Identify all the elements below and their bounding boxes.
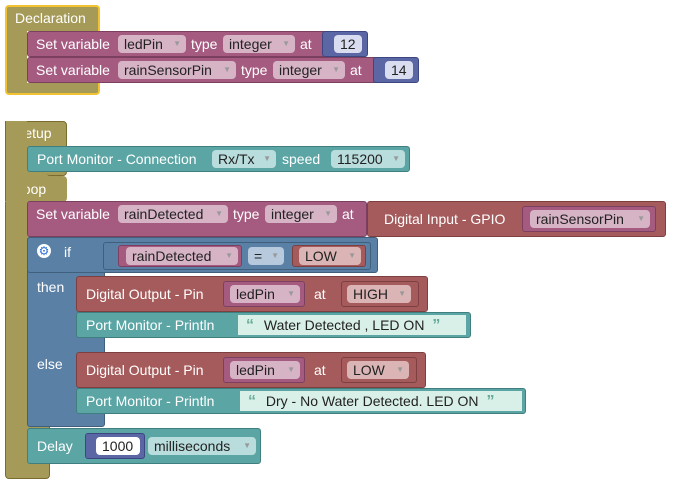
type-dropdown[interactable]: integer▼ <box>265 205 337 223</box>
chevron-down-icon: ▼ <box>215 209 223 218</box>
delay-value-field[interactable]: 1000 <box>96 437 140 455</box>
chevron-down-icon: ▼ <box>287 289 295 298</box>
chevron-down-icon: ▼ <box>637 214 645 223</box>
text-string-field[interactable]: “ Dry - No Water Detected. LED ON ” <box>240 391 522 411</box>
at-label: at <box>314 362 326 378</box>
pin-variable-dropdown[interactable]: ledPin▼ <box>230 285 300 303</box>
set-variable-label: Set variable <box>36 36 110 52</box>
set-variable-label: Set variable <box>36 206 110 222</box>
chevron-down-icon: ▼ <box>263 154 271 163</box>
chevron-down-icon: ▼ <box>392 154 400 163</box>
chevron-down-icon: ▼ <box>173 39 181 48</box>
condition-value-dropdown[interactable]: LOW▼ <box>299 247 361 265</box>
then-label: then <box>37 279 65 295</box>
variable-name-dropdown[interactable]: rainSensorPin▼ <box>118 61 236 79</box>
number-field[interactable]: 14 <box>385 61 413 79</box>
chevron-down-icon: ▼ <box>223 65 231 74</box>
at-label: at <box>314 286 326 302</box>
chevron-down-icon: ▼ <box>398 289 406 298</box>
pin-variable-dropdown[interactable]: rainSensorPin▼ <box>530 210 650 228</box>
speed-label: speed <box>282 151 321 167</box>
declaration-hat <box>7 7 98 31</box>
open-quote-icon: “ <box>248 393 256 410</box>
at-label: at <box>342 206 354 222</box>
type-label: type <box>233 206 260 222</box>
chevron-down-icon: ▼ <box>324 209 332 218</box>
variable-name-dropdown[interactable]: ledPin▼ <box>118 35 186 53</box>
type-label: type <box>241 62 268 78</box>
pin-variable-dropdown[interactable]: ledPin▼ <box>230 361 300 379</box>
chevron-down-icon: ▼ <box>225 251 233 260</box>
port-monitor-connection-label: Port Monitor - Connection <box>37 151 197 167</box>
number-field[interactable]: 12 <box>334 35 362 53</box>
condition-variable-dropdown[interactable]: rainDetected▼ <box>126 247 238 265</box>
chevron-down-icon: ▼ <box>271 251 279 260</box>
chevron-down-icon: ▼ <box>348 251 356 260</box>
delay-unit-dropdown[interactable]: milliseconds▼ <box>148 437 256 455</box>
type-dropdown[interactable]: integer▼ <box>223 35 295 53</box>
chevron-down-icon: ▼ <box>287 365 295 374</box>
chevron-down-icon: ▼ <box>243 441 251 450</box>
close-quote-icon: ” <box>432 317 441 334</box>
if-label: if <box>64 244 71 260</box>
port-monitor-println-label: Port Monitor - Println <box>86 317 215 333</box>
speed-dropdown[interactable]: 115200▼ <box>331 150 405 168</box>
at-label: at <box>350 62 362 78</box>
digital-output-pin-label: Digital Output - Pin <box>86 286 204 302</box>
chevron-down-icon: ▼ <box>396 365 404 374</box>
level-dropdown[interactable]: HIGH▼ <box>347 285 411 303</box>
text-value: Water Detected , LED ON <box>263 317 425 333</box>
declaration-title: Declaration <box>15 10 86 26</box>
type-dropdown[interactable]: integer▼ <box>273 61 345 79</box>
close-quote-icon: ” <box>486 393 495 410</box>
setup-left-rail <box>5 121 27 201</box>
at-label: at <box>300 36 312 52</box>
port-monitor-println-label: Port Monitor - Println <box>86 393 215 409</box>
gear-icon[interactable]: ⚙ <box>37 244 51 258</box>
port-mode-dropdown[interactable]: Rx/Tx▼ <box>212 150 276 168</box>
text-string-field[interactable]: “ Water Detected , LED ON ” <box>238 315 466 335</box>
level-dropdown[interactable]: LOW▼ <box>347 361 409 379</box>
open-quote-icon: “ <box>246 317 254 334</box>
digital-input-gpio-label: Digital Input - GPIO <box>384 211 506 227</box>
chevron-down-icon: ▼ <box>332 65 340 74</box>
digital-output-pin-label: Digital Output - Pin <box>86 362 204 378</box>
else-label: else <box>37 356 63 372</box>
type-label: type <box>191 36 218 52</box>
delay-label: Delay <box>37 438 73 454</box>
chevron-down-icon: ▼ <box>282 39 290 48</box>
set-variable-label: Set variable <box>36 62 110 78</box>
operator-dropdown[interactable]: =▼ <box>248 247 284 265</box>
variable-name-dropdown[interactable]: rainDetected▼ <box>118 205 228 223</box>
text-value: Dry - No Water Detected. LED ON <box>265 393 479 409</box>
